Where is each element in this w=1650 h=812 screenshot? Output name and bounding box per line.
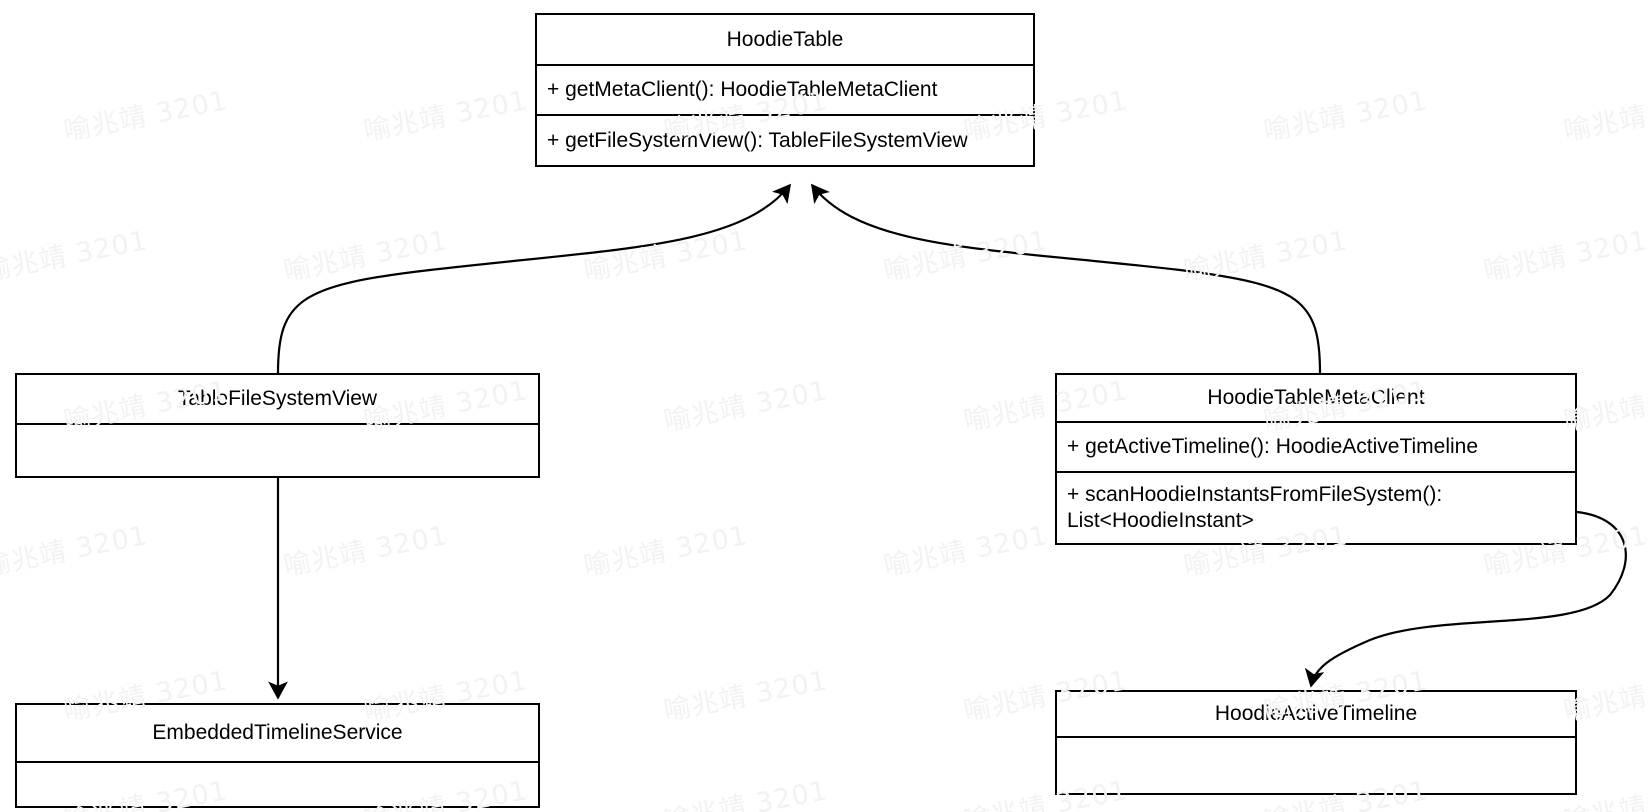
class-name-embedded-timeline-service: EmbeddedTimelineService bbox=[17, 705, 538, 763]
class-members-table-file-system-view bbox=[17, 425, 538, 476]
edge-hoodietablemetaclient-to-hoodietable bbox=[810, 183, 1322, 374]
class-method-hoodie-table-meta-client-1-text: + scanHoodieInstantsFromFileSystem(): Li… bbox=[1067, 483, 1443, 532]
class-method-hoodie-table-1: + getFileSystemView(): TableFileSystemVi… bbox=[537, 114, 1033, 165]
class-box-hoodie-active-timeline[interactable]: HoodieActiveTimeline bbox=[1055, 690, 1577, 795]
class-members-embedded-timeline-service bbox=[17, 763, 538, 806]
class-box-hoodie-table[interactable]: HoodieTable + getMetaClient(): HoodieTab… bbox=[535, 13, 1035, 167]
class-box-table-file-system-view[interactable]: TableFileSystemView bbox=[15, 373, 540, 478]
class-box-hoodie-table-meta-client[interactable]: HoodieTableMetaClient + getActiveTimelin… bbox=[1055, 373, 1577, 545]
edge-tablefilesystemview-to-hoodietable bbox=[276, 183, 792, 374]
class-members-hoodie-active-timeline bbox=[1057, 738, 1575, 793]
class-name-table-file-system-view: TableFileSystemView bbox=[17, 375, 538, 425]
class-method-hoodie-table-0: + getMetaClient(): HoodieTableMetaClient bbox=[547, 78, 938, 102]
class-name-hoodie-table-meta-client: HoodieTableMetaClient bbox=[1057, 375, 1575, 423]
class-method-hoodie-table-meta-client-0: + getActiveTimeline(): HoodieActiveTimel… bbox=[1067, 435, 1479, 459]
edge-hoodietablemetaclient-to-hoodieactivetimeline bbox=[1304, 510, 1627, 688]
class-name-hoodie-active-timeline: HoodieActiveTimeline bbox=[1057, 692, 1575, 738]
class-box-embedded-timeline-service[interactable]: EmbeddedTimelineService bbox=[15, 703, 540, 808]
class-name-hoodie-table: HoodieTable bbox=[537, 15, 1033, 66]
class-method-hoodie-table-meta-client-1: + scanHoodieInstantsFromFileSystem(): Li… bbox=[1057, 471, 1575, 543]
